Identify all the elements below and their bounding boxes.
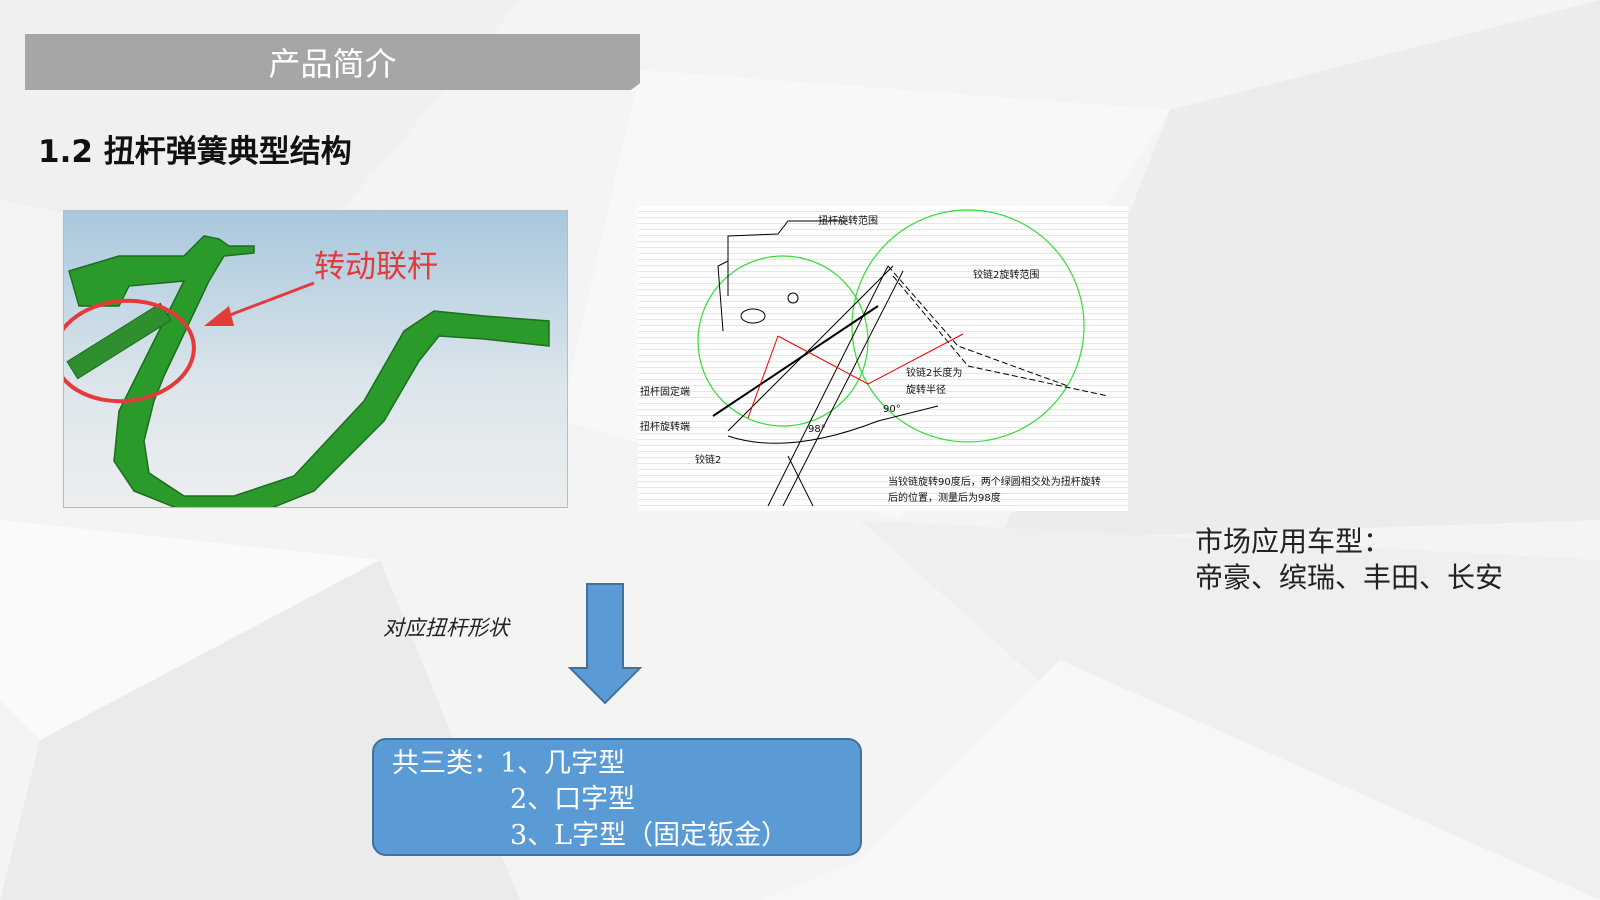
label-fixed-end: 扭杆固定端 [640,387,690,398]
header-bar: 产品简介 [25,34,640,90]
rotation-diagram: 扭杆旋转范围 铰链2旋转范围 扭杆固定端 扭杆旋转端 铰链2 铰链2长度为 旋转… [638,206,1128,511]
torsion-bar-drawing [64,235,550,507]
label-radius-note-1: 铰链2长度为 [906,368,963,379]
torsion-bar-photo: 转动联杆 [63,210,568,508]
label-angle-90: 90° [883,404,901,415]
torsion-types-box: 共三类：1、几字型 2、口字型 3、L字型（固定钣金） [372,738,862,856]
header-title: 产品简介 [268,45,397,83]
types-line-2: 2、口字型 [510,784,636,815]
section-title: 1.2 扭杆弹簧典型结构 [38,134,352,170]
label-radius-note-2: 旋转半径 [906,385,946,396]
caption-line-1: 当铰链旋转90度后，两个绿圆相交处为扭杆旋转 [888,477,1101,488]
rotation-schematic [697,209,1109,507]
label-torsion-range: 扭杆旋转范围 [818,216,878,227]
types-line-1: 共三类：1、几字型 [392,748,626,779]
label-angle-98: 98° [808,424,826,435]
down-arrow-icon [568,583,642,705]
market-label: 市场应用车型： [1195,525,1392,558]
caption-line-2: 后的位置，测量后为98度 [888,493,1001,504]
arrow-label: 对应扭杆形状 [383,616,509,640]
market-info: 市场应用车型： 帝豪、缤瑞、丰田、长安 [1195,524,1503,596]
market-models: 帝豪、缤瑞、丰田、长安 [1195,561,1504,594]
label-hinge2-range: 铰链2旋转范围 [973,270,1040,281]
types-line-3: 3、L字型（固定钣金） [510,820,789,851]
label-hinge2: 铰链2 [695,455,722,466]
label-rotating-end: 扭杆旋转端 [640,422,690,433]
callout-label: 转动联杆 [314,249,438,285]
